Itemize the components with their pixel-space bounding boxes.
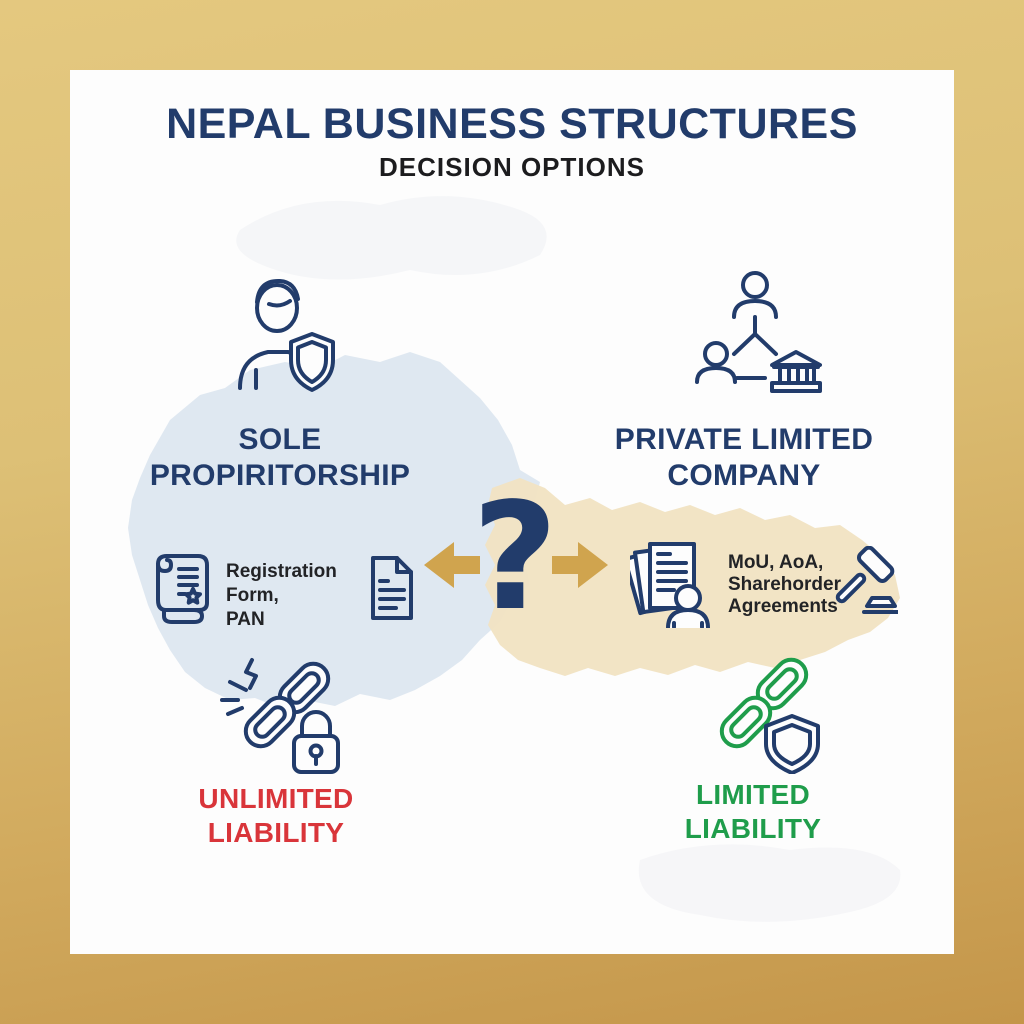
right-arrow-icon — [552, 538, 608, 592]
scroll-document-icon — [146, 550, 216, 628]
left-arrow-icon — [424, 538, 480, 592]
broken-chain-lock-icon — [218, 652, 350, 774]
page-title: NEPAL BUSINESS STRUCTURES — [166, 100, 858, 148]
right-documents-label: MoU, AoA, Sharehorder Agreements — [728, 552, 841, 617]
page-subtitle: DECISION OPTIONS — [379, 152, 645, 182]
registration-document-icon — [368, 554, 416, 622]
green-chain-shield-icon — [700, 652, 822, 774]
person-shield-icon — [232, 272, 337, 400]
limited-liability-label: LIMITED LIABILITY — [684, 779, 822, 844]
gavel-icon — [830, 546, 898, 618]
unlimited-liability-label: UNLIMITED LIABILITY — [198, 783, 354, 848]
stacked-documents-person-icon — [630, 540, 712, 628]
left-documents-label: Registration Form, PAN — [226, 561, 337, 630]
private-limited-heading: PRIVATE LIMITED COMPANY — [614, 423, 874, 492]
sole-proprietorship-heading: SOLE PROPIRITORSHIP — [149, 423, 411, 492]
question-mark: ? — [472, 471, 558, 643]
org-chart-icon — [688, 270, 822, 394]
